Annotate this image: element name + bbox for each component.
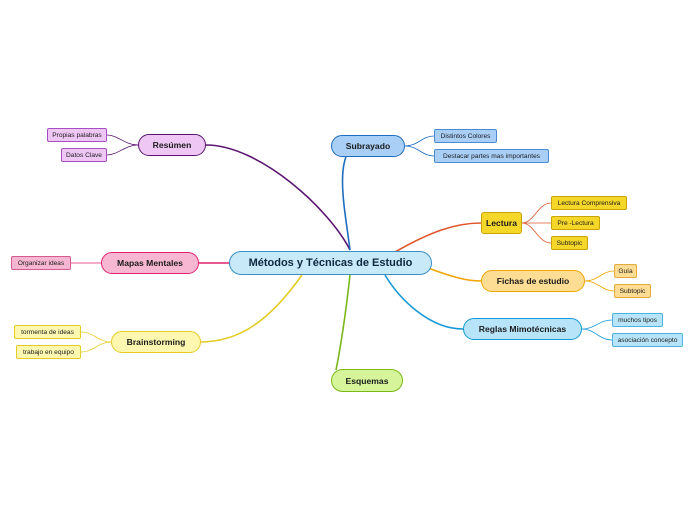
link-reglas-2	[581, 328, 613, 341]
topic-resumen[interactable]: Resúmen	[138, 134, 206, 156]
subtopic-guia[interactable]: Guía	[614, 264, 637, 278]
subtopic-muchos-tipos[interactable]: muchos tipos	[612, 313, 663, 327]
topic-fichas-de-estudio[interactable]: Fichas de estudio	[481, 270, 585, 292]
subtopic-propias-palabras[interactable]: Propias palabras	[47, 128, 107, 142]
link-subrayado-2	[404, 145, 435, 157]
link-resumen	[205, 144, 351, 251]
topic-brainstorming[interactable]: Brainstorming	[111, 331, 201, 353]
topic-reglas-mimotecnicas[interactable]: Reglas Mimotécnicas	[463, 318, 582, 340]
central-topic[interactable]: Métodos y Técnicas de Estudio	[229, 251, 432, 275]
link-lectura-1	[521, 202, 552, 224]
subtopic-destacar-partes[interactable]: Destacar partes mas importantes	[434, 149, 549, 163]
topic-mapas-mentales[interactable]: Mapas Mentales	[101, 252, 199, 274]
link-brainstorming	[199, 274, 303, 343]
link-subrayado	[341, 145, 353, 251]
topic-esquemas[interactable]: Esquemas	[331, 369, 403, 392]
subtopic-fichas-subtopic[interactable]: Subtopic	[614, 284, 651, 298]
subtopic-datos-clave[interactable]: Datos Clave	[61, 148, 107, 162]
link-fichas	[427, 267, 482, 282]
link-lectura-3	[521, 222, 552, 244]
subtopic-asociacion-concepto[interactable]: asociación concepto	[612, 333, 683, 347]
topic-lectura[interactable]: Lectura	[481, 212, 522, 234]
subtopic-distintos-colores[interactable]: Distintos Colores	[434, 129, 497, 143]
subtopic-trabajo-en-equipo[interactable]: trabajo en equipo	[16, 345, 81, 359]
link-esquemas	[335, 274, 351, 371]
subtopic-lectura-subtopic[interactable]: Subtopic	[551, 236, 588, 250]
link-brainstorming-1	[80, 331, 112, 343]
link-reglas	[384, 274, 464, 330]
subtopic-lectura-comprensiva[interactable]: Lectura Comprensiva	[551, 196, 627, 210]
link-subrayado-1	[404, 135, 435, 147]
subtopic-tormenta-de-ideas[interactable]: tormenta de ideas	[14, 325, 81, 339]
subtopic-organizar-ideas[interactable]: Organizar ideas	[11, 256, 71, 270]
link-fichas-1	[584, 270, 615, 282]
link-fichas-2	[584, 280, 615, 292]
link-resumen-2	[106, 144, 139, 156]
link-resumen-1	[106, 134, 139, 146]
link-lectura	[394, 222, 482, 253]
link-reglas-1	[581, 319, 613, 330]
subtopic-pre-lectura[interactable]: Pre -Lectura	[551, 216, 600, 230]
topic-subrayado[interactable]: Subrayado	[331, 135, 405, 157]
link-brainstorming-2	[80, 341, 112, 353]
